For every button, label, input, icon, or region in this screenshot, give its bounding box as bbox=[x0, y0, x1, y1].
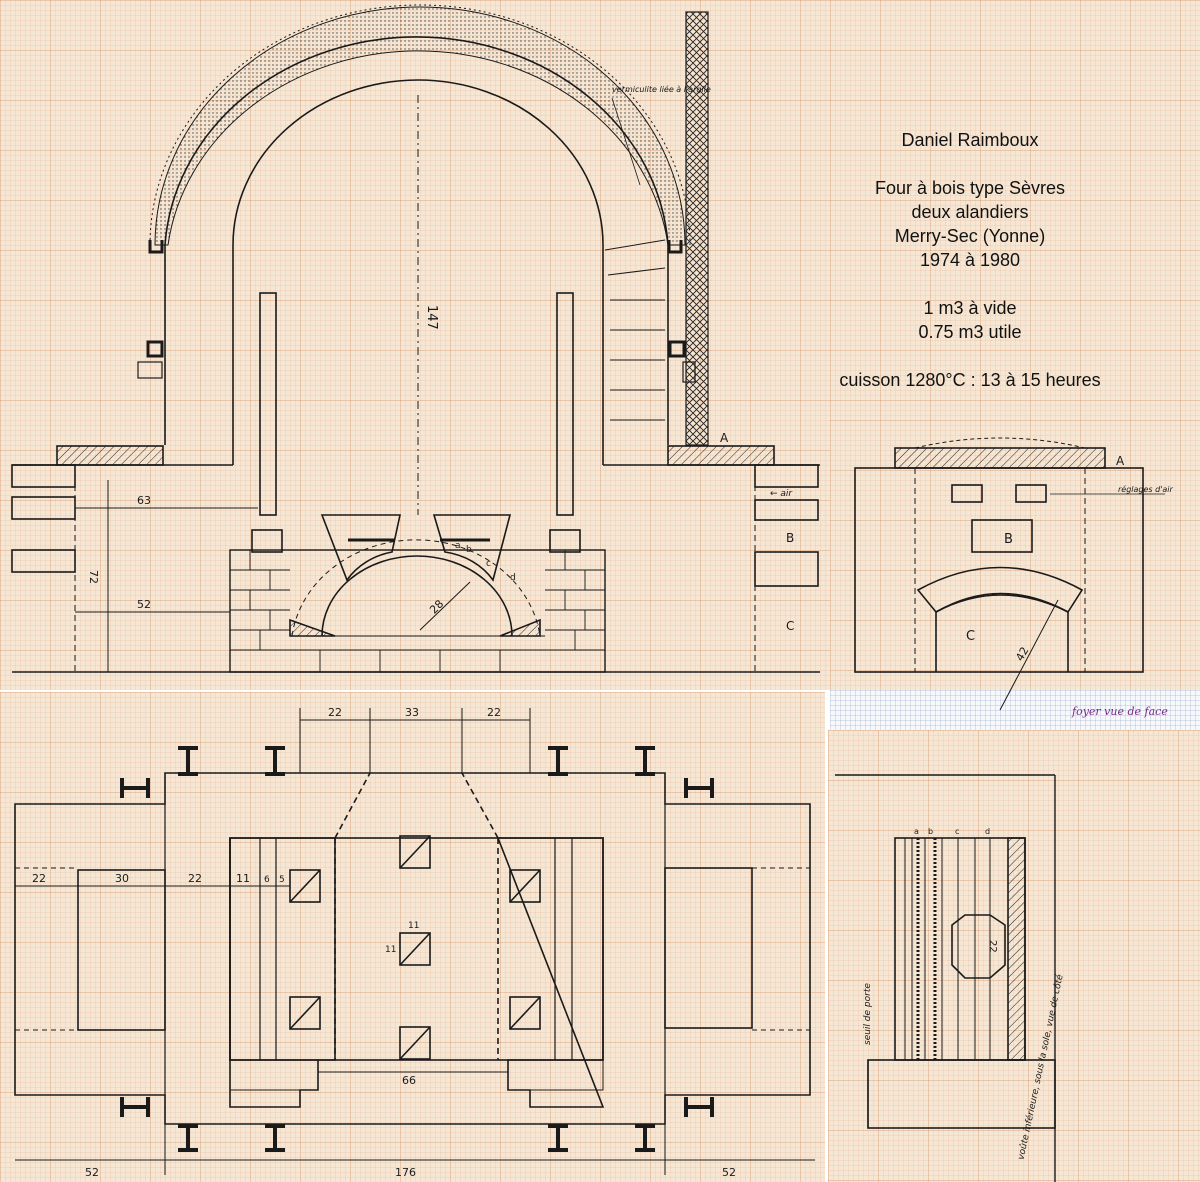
kiln-type: Four à bois type Sèvres bbox=[874, 178, 1066, 198]
kiln-years: 1974 à 1980 bbox=[919, 250, 1021, 270]
label-B-elev: B bbox=[786, 531, 794, 545]
label-A-elev: A bbox=[720, 431, 729, 445]
label-C-front: C bbox=[966, 629, 975, 644]
dim-52-elev: 52 bbox=[137, 598, 151, 611]
volume-empty: 1 m3 à vide bbox=[923, 298, 1017, 318]
dim-63: 63 bbox=[137, 494, 151, 507]
elevation-section bbox=[11, 4, 820, 673]
label-d: d bbox=[510, 573, 516, 583]
plan-view bbox=[14, 708, 815, 1175]
dim-52-left: 52 bbox=[85, 1166, 99, 1179]
info-sheet bbox=[830, 0, 1200, 420]
dim-52-right: 52 bbox=[722, 1166, 736, 1179]
dim-22-top-left: 22 bbox=[328, 706, 342, 719]
reglages-note: réglages d'air bbox=[1118, 484, 1174, 494]
label-b-side: b bbox=[928, 827, 933, 836]
title-block: Daniel Raimboux Four à bois type Sèvres … bbox=[800, 128, 1140, 392]
dim-6: 6 bbox=[264, 875, 270, 885]
label-c: c bbox=[486, 559, 491, 569]
side-section bbox=[835, 774, 1056, 1182]
label-a: a bbox=[455, 541, 461, 551]
dim-28: 28 bbox=[427, 597, 446, 616]
author-name: Daniel Raimboux bbox=[901, 130, 1039, 150]
dim-5: 5 bbox=[279, 875, 285, 885]
volume-useful: 0.75 m3 utile bbox=[918, 322, 1022, 342]
dim-22-side: 22 bbox=[987, 940, 998, 953]
foyer-caption: foyer vue de face bbox=[1072, 705, 1168, 718]
label-b: b bbox=[466, 545, 472, 555]
kiln-fireboxes: deux alandiers bbox=[911, 202, 1029, 222]
seuil-note: seuil de porte bbox=[863, 983, 873, 1045]
dim-22-mid: 22 bbox=[188, 872, 202, 885]
dim-33: 33 bbox=[405, 706, 419, 719]
dim-176: 176 bbox=[395, 1166, 416, 1179]
air-note: ← air bbox=[770, 489, 793, 499]
firing-info: cuisson 1280°C : 13 à 15 heures bbox=[839, 370, 1101, 390]
side-section-sheet bbox=[828, 730, 1200, 1182]
label-A-front: A bbox=[1116, 454, 1125, 468]
dim-22-top-right: 22 bbox=[487, 706, 501, 719]
label-c-side: c bbox=[955, 827, 959, 836]
dim-11-post-side: 11 bbox=[385, 945, 396, 955]
label-a-side: a bbox=[914, 827, 919, 836]
vermiculite-note: vermiculite liée à l'argile bbox=[612, 84, 711, 94]
label-B-front: B bbox=[1004, 532, 1013, 547]
dim-42: 42 bbox=[1013, 645, 1031, 664]
dim-66: 66 bbox=[402, 1074, 416, 1087]
kiln-location: Merry-Sec (Yonne) bbox=[894, 226, 1046, 246]
dim-11-plan: 11 bbox=[236, 872, 250, 885]
dim-11-post-top: 11 bbox=[408, 921, 419, 931]
foyer-caption-strip bbox=[830, 690, 1200, 730]
dim-30: 30 bbox=[115, 872, 129, 885]
dim-147: 147 bbox=[424, 305, 439, 330]
label-C-elev: C bbox=[786, 619, 794, 633]
front-view bbox=[854, 437, 1165, 711]
dim-22-left: 22 bbox=[32, 872, 46, 885]
dim-72: 72 bbox=[87, 570, 100, 584]
label-d-side: d bbox=[985, 827, 990, 836]
